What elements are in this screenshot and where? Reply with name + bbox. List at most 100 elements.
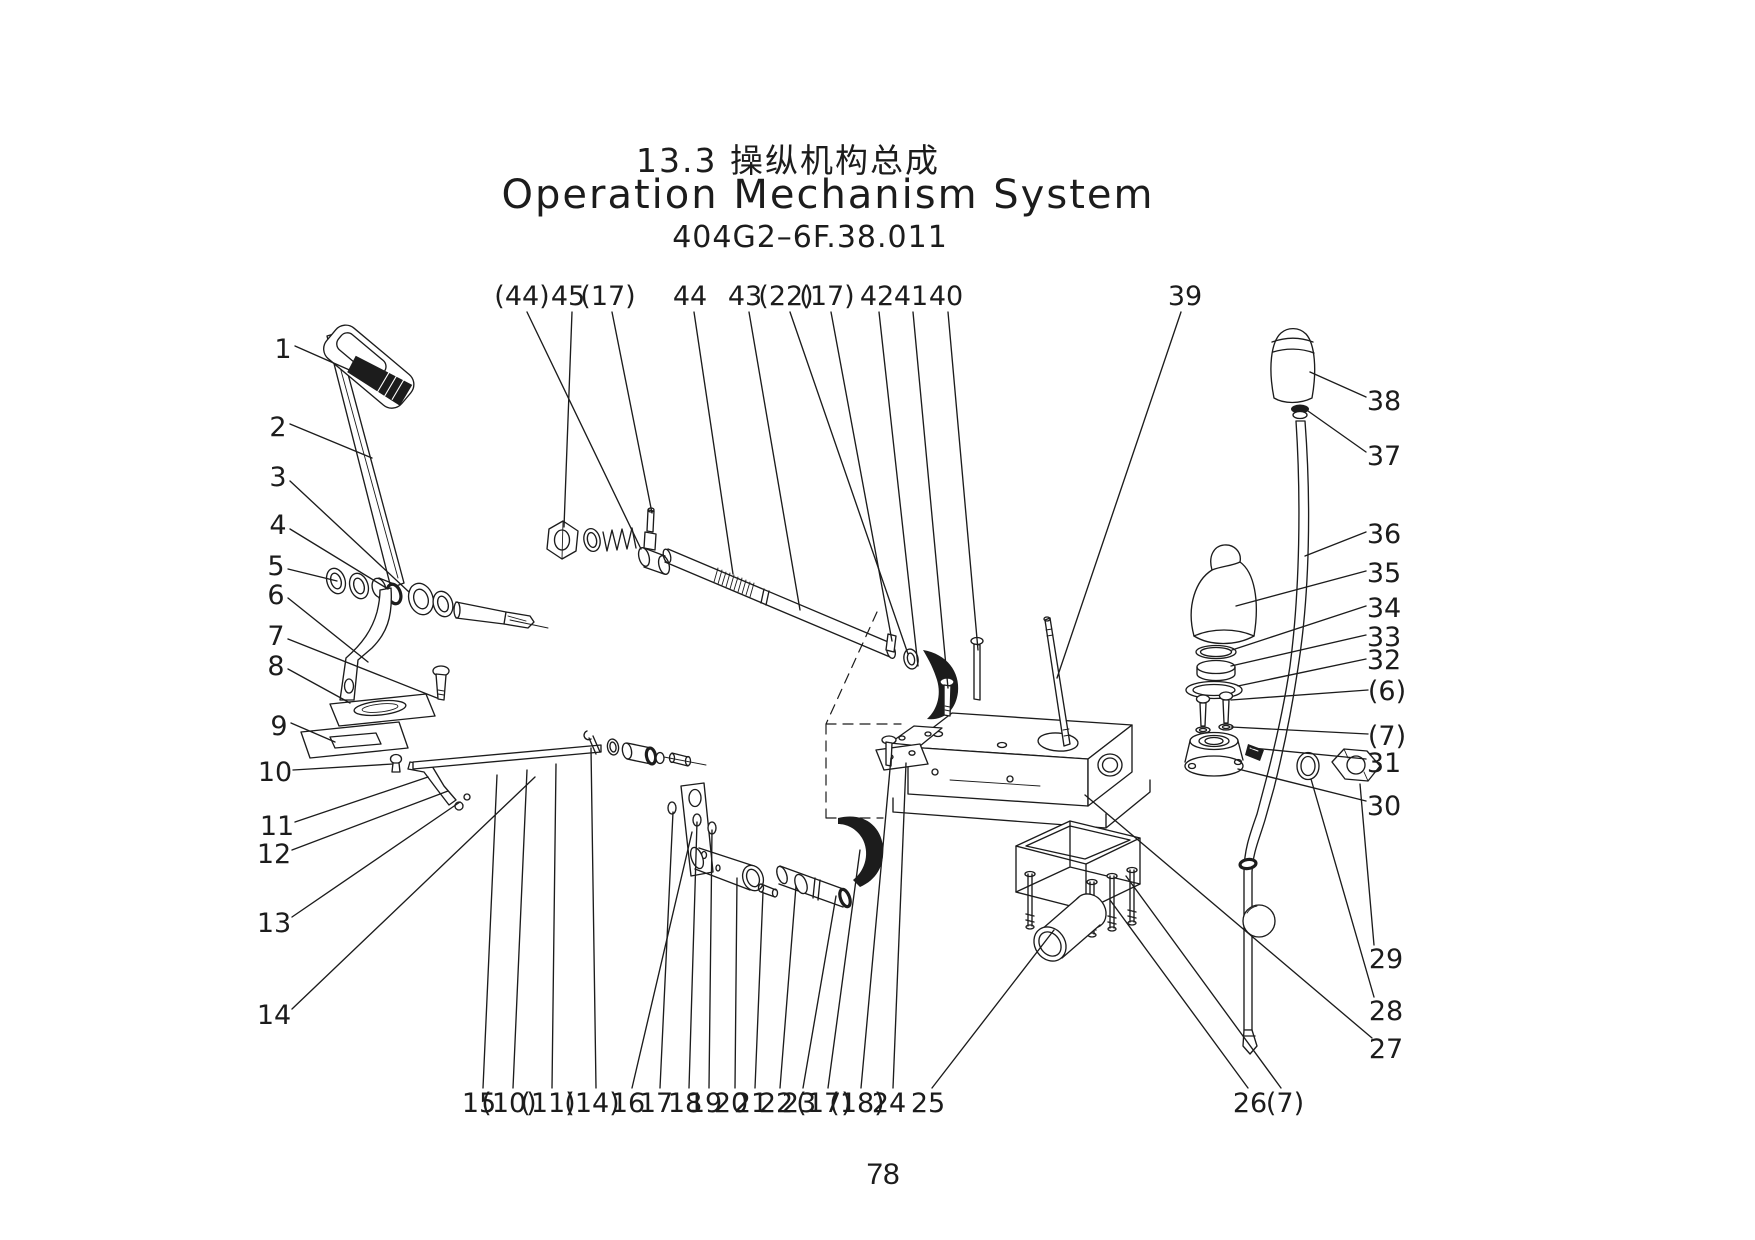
callout-32: 32 xyxy=(1367,645,1401,676)
bracket-shaft-assembly xyxy=(667,782,884,909)
gear-knob xyxy=(1270,327,1316,404)
lever-collar xyxy=(1238,857,1258,871)
callout-44: 44 xyxy=(673,281,707,312)
page-title-chinese: 13.3 操纵机构总成 xyxy=(636,134,940,182)
cap-bolts xyxy=(1195,691,1234,727)
page-number: 78 xyxy=(866,1158,900,1191)
lower-shift-fork xyxy=(838,816,884,887)
rod-end-washer xyxy=(606,738,620,756)
leader-line-26 xyxy=(1109,899,1249,1089)
leader-line-9 xyxy=(290,722,336,743)
leader-line-20 xyxy=(734,877,738,1089)
callout-p7p: (7) xyxy=(1266,1088,1304,1119)
callout-16: 16 xyxy=(611,1088,645,1119)
long-stud xyxy=(1043,616,1071,747)
large-washer xyxy=(1185,680,1243,700)
link-rod-assembly xyxy=(389,730,707,811)
leader-line-39 xyxy=(1056,311,1182,679)
roller-sleeve xyxy=(1033,893,1107,962)
callout-10: 10 xyxy=(258,757,292,788)
callout-39: 39 xyxy=(1168,281,1202,312)
leader-line-p17p xyxy=(611,311,653,514)
leader-line-25 xyxy=(931,929,1055,1089)
callout-6: 6 xyxy=(267,580,284,611)
callout-p17p: (17) xyxy=(580,281,635,312)
leader-line-3 xyxy=(289,480,410,593)
callout-p11p: (11) xyxy=(520,1088,575,1119)
leader-line-p7p xyxy=(1125,875,1282,1089)
clevis-pin xyxy=(663,752,707,767)
ball-stud xyxy=(389,753,403,765)
callout-45: 45 xyxy=(551,281,585,312)
callout-38: 38 xyxy=(1367,386,1401,417)
leader-line-p7p xyxy=(1230,726,1369,735)
leader-line-24 xyxy=(892,762,907,1089)
callout-21: 21 xyxy=(734,1088,768,1119)
callout-43: 43 xyxy=(728,281,762,312)
snap-ring xyxy=(1195,644,1237,660)
callout-30: 30 xyxy=(1367,791,1401,822)
leader-line-33 xyxy=(1230,634,1367,667)
leader-line-8 xyxy=(287,668,351,704)
leader-line-15 xyxy=(482,774,498,1089)
callout-33: 33 xyxy=(1367,622,1401,653)
housing-base-flange xyxy=(892,779,1151,829)
knob-lock-nut xyxy=(1291,404,1309,420)
leader-line-37 xyxy=(1307,410,1367,453)
callout-40: 40 xyxy=(929,281,963,312)
leader-line-p17p xyxy=(827,849,861,1089)
callout-1: 1 xyxy=(274,334,291,365)
leader-line-41 xyxy=(912,311,949,689)
callout-p14p: (14) xyxy=(564,1088,619,1119)
housing-bolt xyxy=(939,677,955,717)
chinese-title-text: 操纵机构总成 xyxy=(729,141,940,180)
leader-line-p14p xyxy=(590,747,597,1089)
callout-25: 25 xyxy=(911,1088,945,1119)
lever-pivot-pin xyxy=(453,601,549,629)
callout-31: 31 xyxy=(1367,748,1401,779)
callout-18: 18 xyxy=(668,1088,702,1119)
leader-line-36 xyxy=(1304,531,1367,557)
callout-p22p: (22) xyxy=(758,281,813,312)
callout-15: 15 xyxy=(462,1088,496,1119)
callout-14: 14 xyxy=(257,1000,291,1031)
callout-p7p: (7) xyxy=(1368,721,1406,752)
leader-line-38 xyxy=(1309,371,1367,398)
cover-plate xyxy=(329,693,436,727)
leader-line-4 xyxy=(289,528,389,590)
leader-line-p11p xyxy=(551,763,557,1089)
leader-line-23 xyxy=(802,895,837,1089)
spring-washer xyxy=(583,527,601,553)
cover-box xyxy=(1015,820,1141,911)
leader-line-34 xyxy=(1231,605,1367,651)
leader-line-18 xyxy=(688,821,698,1089)
callout-41: 41 xyxy=(894,281,928,312)
callout-p17p: (17) xyxy=(796,1088,851,1119)
callout-p44p: (44) xyxy=(494,281,549,312)
leader-line-11 xyxy=(294,776,429,823)
callout-5: 5 xyxy=(267,551,284,582)
assembly-part-code: 404G2–6F.38.011 xyxy=(672,220,948,255)
leader-line-2 xyxy=(289,423,373,459)
callout-22: 22 xyxy=(759,1088,793,1119)
callout-7: 7 xyxy=(267,621,284,652)
callout-34: 34 xyxy=(1367,593,1401,624)
leader-line-p18p xyxy=(860,757,892,1089)
leader-line-14 xyxy=(291,776,536,1010)
construction-dashed-lines xyxy=(825,611,902,819)
callout-24: 24 xyxy=(872,1088,906,1119)
shift-rail-shaft xyxy=(662,548,896,659)
leader-line-5 xyxy=(287,568,338,582)
callout-36: 36 xyxy=(1367,519,1401,550)
cross-shaft-sleeve xyxy=(689,846,765,892)
leader-line-31 xyxy=(1251,747,1367,760)
leader-line-6 xyxy=(287,597,369,663)
leader-line-17 xyxy=(659,811,674,1089)
leader-line-35 xyxy=(1235,570,1367,607)
leader-line-1 xyxy=(294,345,355,373)
callout-42: 42 xyxy=(860,281,894,312)
dust-boot xyxy=(1190,544,1257,645)
callout-8: 8 xyxy=(267,651,284,682)
